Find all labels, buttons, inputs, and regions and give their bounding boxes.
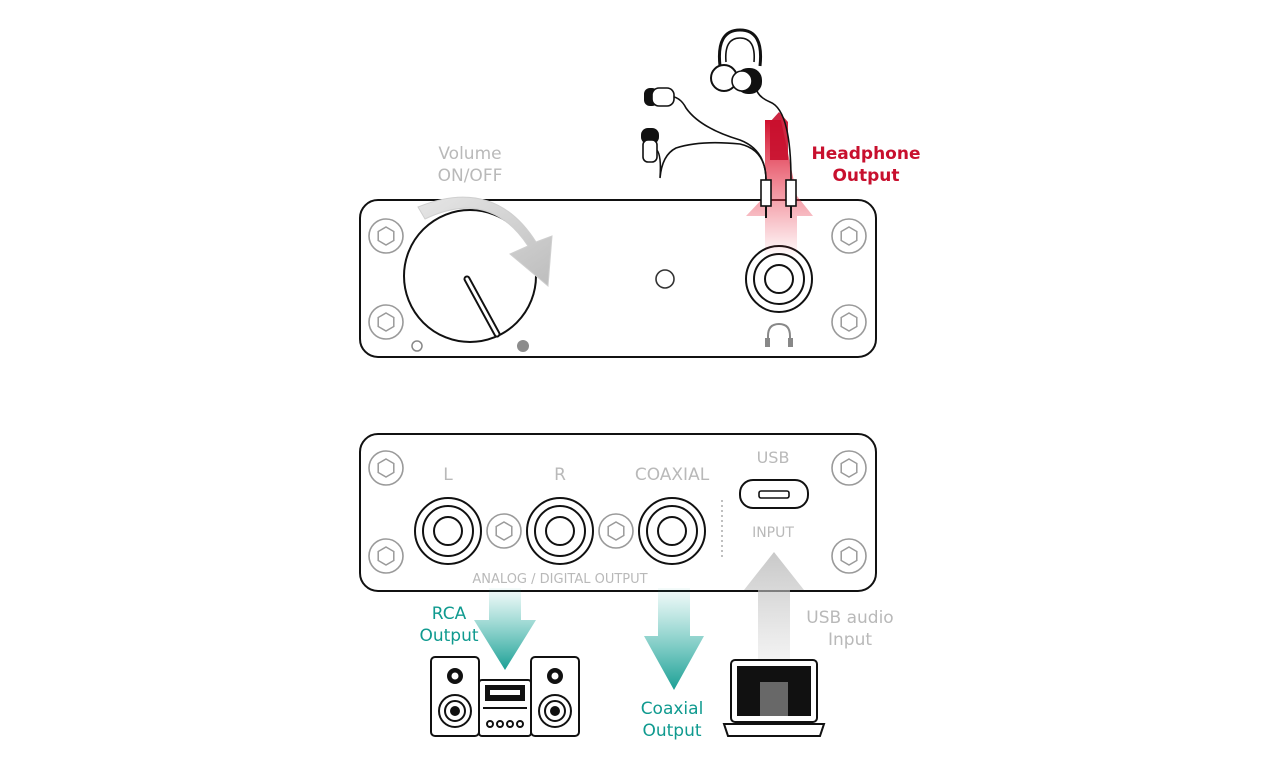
power-led (655, 269, 675, 289)
off-indicator-dot (411, 340, 423, 352)
coaxial-jack[interactable] (638, 497, 706, 565)
headphone-label: Headphone (812, 144, 921, 164)
hex-screw-icon (831, 450, 867, 486)
hex-screw-icon (368, 538, 404, 574)
usb-input-arrow (744, 552, 804, 690)
coaxial-output-label: Output (642, 721, 701, 741)
volume-label: Volume (438, 144, 501, 164)
hex-screw-icon (831, 538, 867, 574)
port-usb-label: USB (757, 448, 790, 467)
on-indicator-dot (517, 340, 529, 352)
port-l-label: L (443, 465, 453, 485)
hex-screw-icon (831, 218, 867, 254)
port-coaxial-label: COAXIAL (635, 465, 710, 485)
coaxial-output-arrow (644, 588, 704, 690)
usb-audio-label: USB audio (806, 608, 893, 628)
headphone-cables (653, 85, 792, 181)
rca-label: RCA (432, 604, 467, 624)
rca-left-jack[interactable] (414, 497, 482, 565)
headphone-output-label: Output (832, 166, 899, 186)
hex-screw-icon (598, 513, 634, 549)
rca-output-arrow (474, 588, 536, 670)
usb-port[interactable] (739, 479, 809, 509)
on-off-label: ON/OFF (438, 166, 503, 186)
rca-output-label: Output (419, 626, 478, 646)
analog-digital-output-label: ANALOG / DIGITAL OUTPUT (472, 572, 647, 587)
over-ear-headphones-icon (710, 28, 763, 94)
hex-screw-icon (831, 304, 867, 340)
stereo-system-icon (430, 656, 580, 737)
hex-screw-icon (368, 218, 404, 254)
laptop-icon (722, 659, 826, 737)
hex-screw-icon (486, 513, 522, 549)
rca-right-jack[interactable] (526, 497, 594, 565)
usb-input-label: INPUT (752, 525, 794, 541)
port-r-label: R (554, 465, 566, 485)
headphone-output-arrow (746, 112, 813, 258)
headphone-plugs (760, 179, 797, 218)
rotate-arrow-icon (417, 196, 553, 288)
headphone-jack-icon (765, 322, 793, 347)
hex-screw-icon (368, 450, 404, 486)
rear-panel: L R COAXIAL USB INPUT ANALOG / DIGITAL O… (359, 433, 877, 592)
earbuds-icon (641, 87, 675, 163)
coaxial-label: Coaxial (641, 699, 704, 719)
usb-audio-input-label: Input (828, 630, 872, 650)
front-panel (359, 196, 877, 358)
hex-screw-icon (368, 304, 404, 340)
